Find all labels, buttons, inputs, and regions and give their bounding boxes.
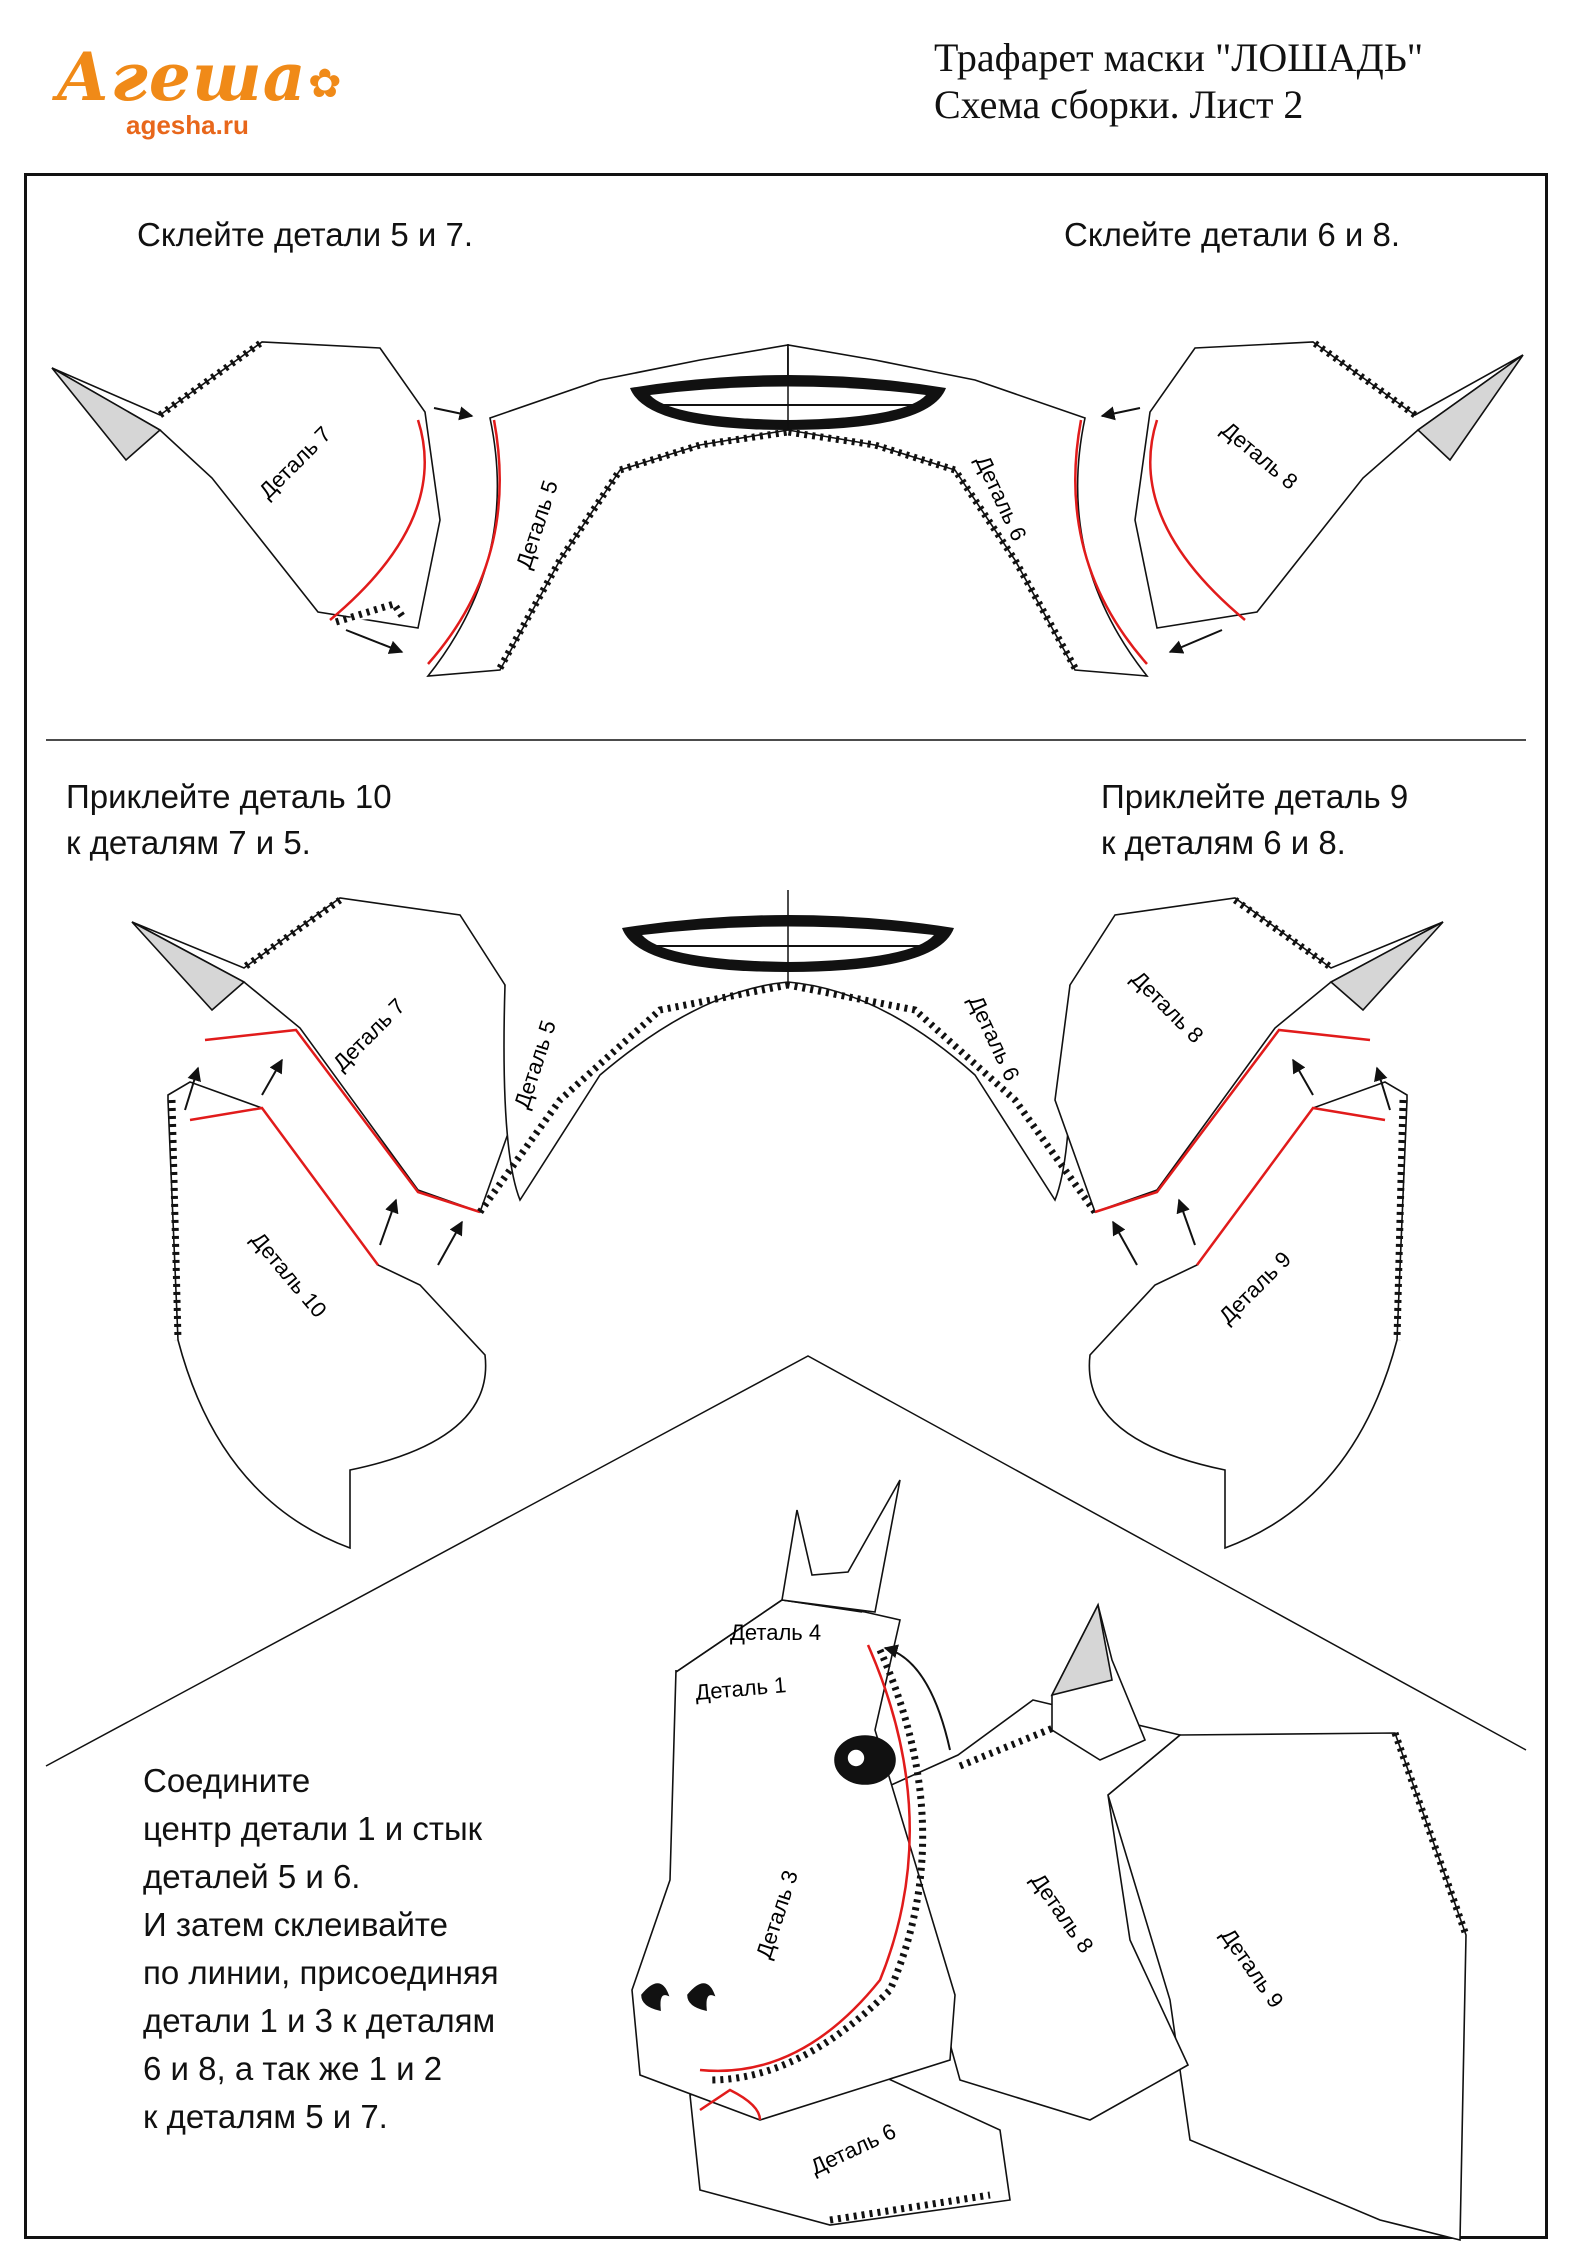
page-header: Трафарет маски "ЛОШАДЬ" Схема сборки. Ли…	[934, 34, 1423, 128]
section-2-pieces	[131, 897, 1444, 1550]
page-subtitle: Схема сборки. Лист 2	[934, 82, 1304, 127]
brand-name: Агеша	[56, 38, 307, 116]
instruction-attach-10: Приклейте деталь 10 к деталям 7 и 5.	[66, 778, 392, 861]
site-url: agesha.ru	[126, 110, 249, 140]
teeth-mouth-2	[622, 890, 954, 985]
glue-arrows-2	[184, 1058, 1391, 1266]
instruction-glue-6-8: Склейте детали 6 и 8.	[1064, 216, 1401, 253]
assembled-horse	[631, 1479, 1470, 2242]
glue-arrow-3	[883, 1644, 951, 1751]
diagram-frame	[24, 173, 1548, 2239]
section-1-pieces	[51, 339, 1524, 677]
teeth-mouth-1	[630, 348, 946, 430]
glue-arrows-1	[345, 406, 1223, 654]
label-detail-4: Деталь 4	[730, 1620, 821, 1645]
instruction-glue-5-7: Склейте детали 5 и 7.	[137, 216, 474, 253]
brand-logo: Агеша ✿ agesha.ru	[46, 44, 356, 144]
page-title: Трафарет маски "ЛОШАДЬ"	[934, 35, 1424, 80]
section-divider-chevron	[45, 1355, 1527, 1767]
flower-icon: ✿	[308, 62, 342, 106]
instruction-join-head: Соедините центр детали 1 и стык деталей …	[143, 1762, 499, 2135]
instruction-attach-9: Приклейте деталь 9 к деталям 6 и 8.	[1101, 778, 1409, 861]
